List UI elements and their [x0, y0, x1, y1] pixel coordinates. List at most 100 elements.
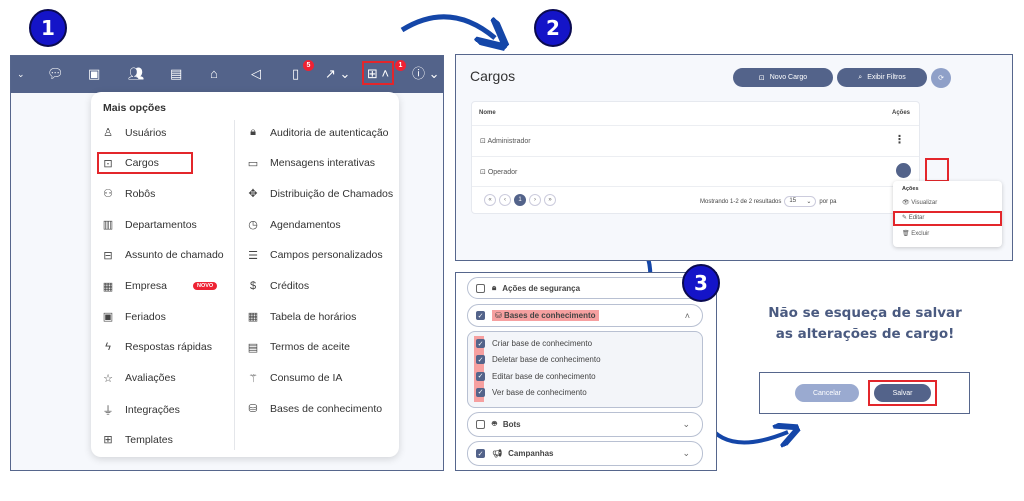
refresh-icon: ⟳ — [938, 75, 944, 82]
search-icon: ⌕ — [858, 73, 863, 81]
megaphone-icon: 📢︎ — [492, 449, 503, 458]
megaphone-icon[interactable]: ◁ — [251, 66, 261, 81]
divider — [234, 120, 235, 450]
permission-subitem[interactable]: ✓Editar base de conhecimento — [476, 371, 596, 381]
company-icon: ▦ — [102, 280, 114, 293]
menu-item-agendamentos[interactable]: ◷Agendamentos — [245, 218, 340, 232]
list-icon: ☰ — [248, 249, 258, 262]
permission-group[interactable]: 🤖︎Bots⌄ — [467, 412, 703, 437]
tag-icon[interactable]: ⌂ — [210, 66, 218, 81]
permission-subitem[interactable]: ✓Ver base de conhecimento — [476, 387, 587, 397]
menu-item-edit[interactable]: ✎ Editar — [902, 215, 925, 221]
menu-item-tabela-de-horários[interactable]: ▦Tabela de horários — [245, 310, 357, 324]
actions-dropdown: Ações 👁︎ Visualizar ✎ Editar 🗑︎ Excluir — [893, 181, 1002, 247]
checkbox[interactable]: ✓ — [476, 387, 485, 397]
show-filters-button[interactable]: ⌕Exibir Filtros — [837, 68, 927, 87]
step-badge-3: 3 — [682, 264, 720, 302]
table-row[interactable]: ⊡ Operador — [480, 169, 518, 176]
pencil-icon: ✎ — [902, 215, 909, 221]
permission-group-expanded[interactable]: ✓⛁ Bases de conhecimento˄ — [467, 304, 703, 327]
more-actions-button[interactable]: ⋮ — [894, 134, 905, 146]
save-button[interactable]: Salvar — [874, 384, 931, 402]
checkbox[interactable] — [476, 283, 485, 293]
dropdown-title: Ações — [902, 186, 919, 192]
chevron-up-icon[interactable]: ˄ — [684, 310, 690, 321]
users-icon[interactable]: 👥︎ — [128, 66, 145, 81]
trend-icon[interactable]: ↗ ⌄ — [325, 66, 351, 81]
page-title: Cargos — [470, 68, 516, 84]
permission-group[interactable]: ✓📢︎Campanhas⌄ — [467, 441, 703, 466]
chevron-down-icon[interactable]: ⌄ — [682, 419, 690, 429]
menu-item-assunto-de-chamado[interactable]: ⊟Assunto de chamado — [100, 249, 223, 262]
lock-icon: 🔒︎ — [250, 126, 256, 138]
more-actions-button-active[interactable] — [896, 163, 911, 178]
menu-item-integrações[interactable]: ⏚Integrações — [100, 402, 180, 418]
building-icon: ▥ — [102, 219, 114, 232]
menu-item-bases-de-conhecimento[interactable]: ⛁Bases de conhecimento — [245, 402, 382, 416]
menu-item-view[interactable]: 👁︎ Visualizar — [902, 200, 938, 206]
checkbox[interactable] — [476, 420, 485, 429]
chevron-down-icon[interactable]: ⌄ — [682, 448, 690, 458]
cancel-button[interactable]: Cancelar — [795, 384, 859, 402]
next-page-button[interactable]: › — [529, 194, 541, 206]
results-summary: Mostrando 1-2 de 2 resultados — [700, 198, 782, 205]
chat-icon[interactable]: 💬︎ — [47, 66, 64, 81]
pagination: «‹1›» — [484, 194, 559, 206]
results-info: Mostrando 1-2 de 2 resultados 15⌄ por pa — [700, 196, 836, 207]
building-icon[interactable]: ▤ — [170, 66, 183, 81]
menu-item-campos-personalizados[interactable]: ☰Campos personalizados — [245, 249, 383, 262]
menu-item-créditos[interactable]: $Créditos — [245, 280, 309, 292]
new-role-button[interactable]: ⊡Novo Cargo — [733, 68, 833, 87]
menu-item-usuários[interactable]: ♙Usuários — [100, 126, 166, 140]
eye-icon: 👁︎ — [902, 200, 912, 206]
tablet-icon[interactable]: ▯5 — [292, 60, 314, 82]
menu-item-avaliações[interactable]: ☆Avaliações — [100, 372, 176, 385]
menu-item-templates[interactable]: ⊞Templates — [100, 433, 172, 447]
table-row[interactable]: ⊡ Administrador — [480, 138, 531, 145]
menu-item-auditoria-de-autenticação[interactable]: 🔒︎Auditoria de autenticação — [245, 126, 388, 139]
permission-subitem[interactable]: ✓Deletar base de conhecimento — [476, 355, 601, 365]
column-header-actions: Ações — [891, 110, 910, 116]
permission-subitem[interactable]: ✓Criar base de conhecimento — [476, 339, 593, 348]
highlight-box-save — [868, 380, 937, 406]
top-navbar: ⌄ 💬︎ ▣ 👥︎ ▤ ⌂ ◁ ▯5 ↗ ⌄ ⊞ ˄1 ⓘ ⌄ — [11, 56, 443, 93]
refresh-button[interactable]: ⟳ — [931, 68, 951, 88]
menu-item-mensagens-interativas[interactable]: ▭Mensagens interativas — [245, 157, 375, 170]
magic-wand-icon: ⚚ — [248, 372, 258, 385]
menu-item-termos-de-aceite[interactable]: ▤Termos de aceite — [245, 341, 350, 354]
menu-item-robôs[interactable]: ⚇Robôs — [100, 187, 155, 201]
trash-icon: 🗑︎ — [902, 231, 912, 237]
checkbox[interactable]: ✓ — [476, 311, 485, 320]
database-icon: ⛁ — [495, 311, 504, 320]
menu-item-delete[interactable]: 🗑︎ Excluir — [902, 231, 930, 237]
menu-item-feriados[interactable]: ▣Feriados — [100, 310, 166, 324]
checkbox[interactable]: ✓ — [476, 449, 485, 458]
per-page-label: por pa — [819, 198, 837, 205]
robot-icon: 🤖︎ — [492, 419, 497, 428]
first-page-button[interactable]: « — [484, 194, 496, 206]
menu-item-departamentos[interactable]: ▥Departamentos — [100, 218, 197, 232]
notification-badge: 5 — [303, 60, 314, 71]
checkbox[interactable]: ✓ — [476, 339, 485, 348]
star-icon: ☆ — [103, 372, 113, 385]
prev-page-button[interactable]: ‹ — [499, 194, 511, 206]
checkbox-highlight — [474, 336, 484, 402]
help-icon[interactable]: ⓘ ⌄ — [412, 66, 440, 81]
per-page-select[interactable]: 15⌄ — [784, 196, 817, 207]
contacts-icon[interactable]: ▣ — [88, 66, 101, 81]
menu-item-distribuição-de-chamados[interactable]: ✥Distribuição de Chamados — [245, 187, 393, 201]
menu-item-consumo-de-ia[interactable]: ⚚Consumo de IA — [245, 372, 342, 385]
row-divider — [472, 156, 919, 157]
checkbox[interactable]: ✓ — [476, 371, 485, 381]
last-page-button[interactable]: » — [544, 194, 556, 206]
archive-icon: ⊟ — [103, 249, 113, 262]
chevron-down-icon[interactable]: ⌄ — [17, 69, 25, 79]
page-button[interactable]: 1 — [514, 194, 526, 206]
menu-item-cargos[interactable]: ⊡Cargos — [100, 157, 158, 170]
permission-group[interactable]: 🔒︎Ações de segurança — [467, 277, 703, 299]
checkbox[interactable]: ✓ — [476, 355, 485, 365]
grid-icon[interactable]: ⊞ ˄1 — [367, 60, 406, 82]
